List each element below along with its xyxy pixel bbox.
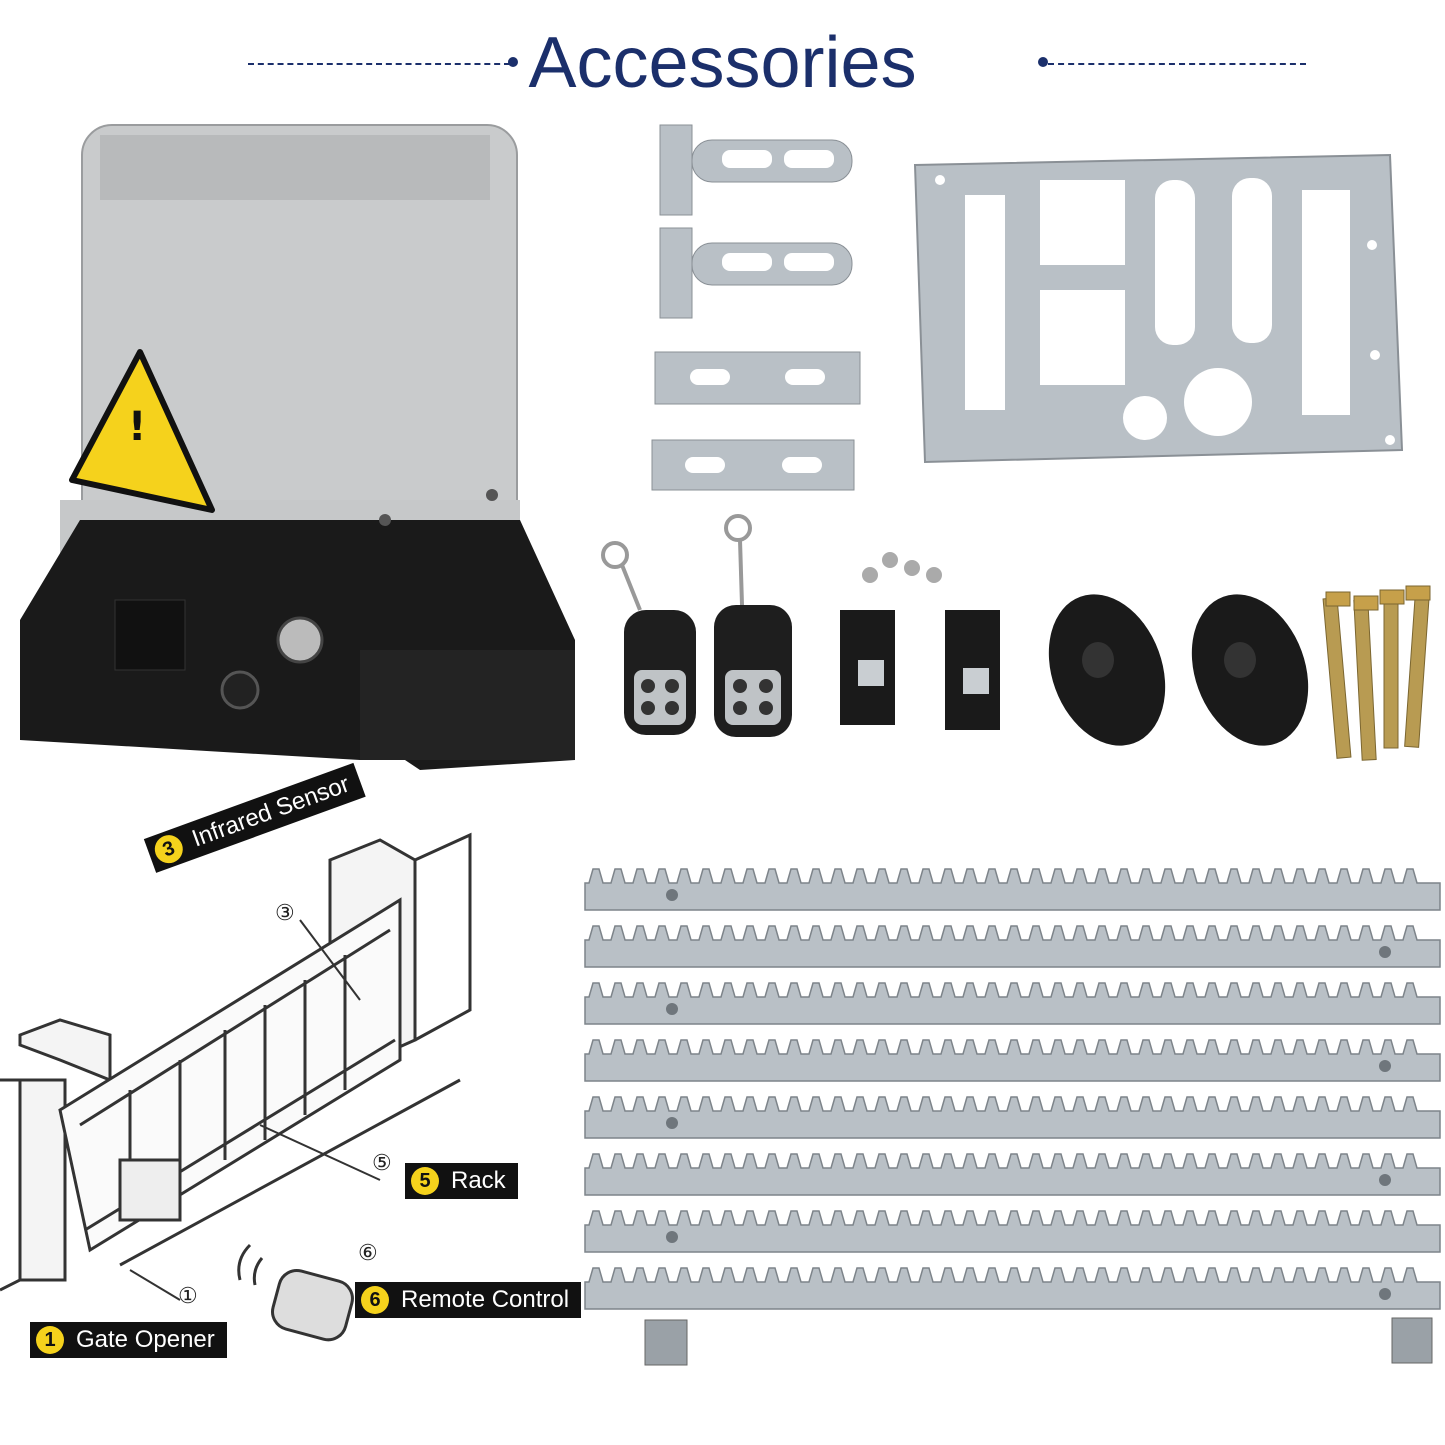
rack-hole-7 [666,1231,678,1243]
anchor-bolts [1322,585,1431,761]
badge-5: 5 [411,1167,439,1195]
label-text-remote: Remote Control [401,1286,570,1313]
badge-6: 6 [361,1286,389,1314]
label-remote-control: 6 Remote Control [355,1282,582,1318]
rack-feet [644,1317,1433,1366]
rack-hole-6 [1379,1174,1391,1186]
title-rule-right [1048,63,1306,65]
limit-stopper-2 [945,610,1000,730]
rack-hole-8 [1379,1288,1391,1300]
svg-text:!: ! [128,404,146,450]
title-rule-left [248,63,510,65]
infrared-sensor-2 [1191,594,1309,746]
screws [862,552,942,583]
gear-rack-2 [584,925,1441,968]
callout-6: ⑥ [358,1240,378,1265]
badge-3: 3 [150,831,187,868]
limit-stopper-1 [840,610,895,725]
rack-hole-4 [1379,1060,1391,1072]
mounting-bracket-2 [659,227,853,319]
gear-rack-4 [584,1039,1441,1082]
remote-control-1 [601,541,696,735]
label-rack: 5 Rack [405,1163,518,1199]
base-mounting-plate [913,153,1404,464]
label-text-gate-opener: Gate Opener [76,1326,215,1353]
rack-hole-2 [1379,946,1391,958]
rack-hole-3 [666,1003,678,1015]
remote-control-2 [714,514,792,737]
gear-rack-8 [584,1267,1441,1310]
badge-1: 1 [36,1326,64,1354]
gear-rack-1 [584,868,1441,911]
gear-rack-5 [584,1096,1441,1139]
callout-3: ③ [275,900,295,925]
gear-rack-3 [584,982,1441,1025]
installation-diagram [0,832,472,1301]
warning-sign-icon: ! [69,349,215,513]
title-dot-right [1038,57,1048,67]
callout-1: ① [178,1283,198,1308]
gear-rack-6 [584,1153,1441,1196]
label-text-rack: Rack [451,1167,506,1194]
gear-rack-7 [584,1210,1441,1253]
title-dot-left [508,57,518,67]
gate-opener-motor [20,124,575,770]
gear-racks [584,868,1441,1310]
label-gate-opener: 1 Gate Opener [30,1322,227,1358]
flat-plate-2 [651,439,855,491]
diagram-remote-icon [237,1243,354,1342]
page-title: Accessories [528,23,917,103]
callout-5: ⑤ [372,1150,392,1175]
mounting-bracket-1 [659,124,853,216]
infrared-sensor-1 [1048,594,1166,746]
flat-plate-1 [654,351,861,405]
rack-hole-5 [666,1117,678,1129]
rack-hole-1 [666,889,678,901]
